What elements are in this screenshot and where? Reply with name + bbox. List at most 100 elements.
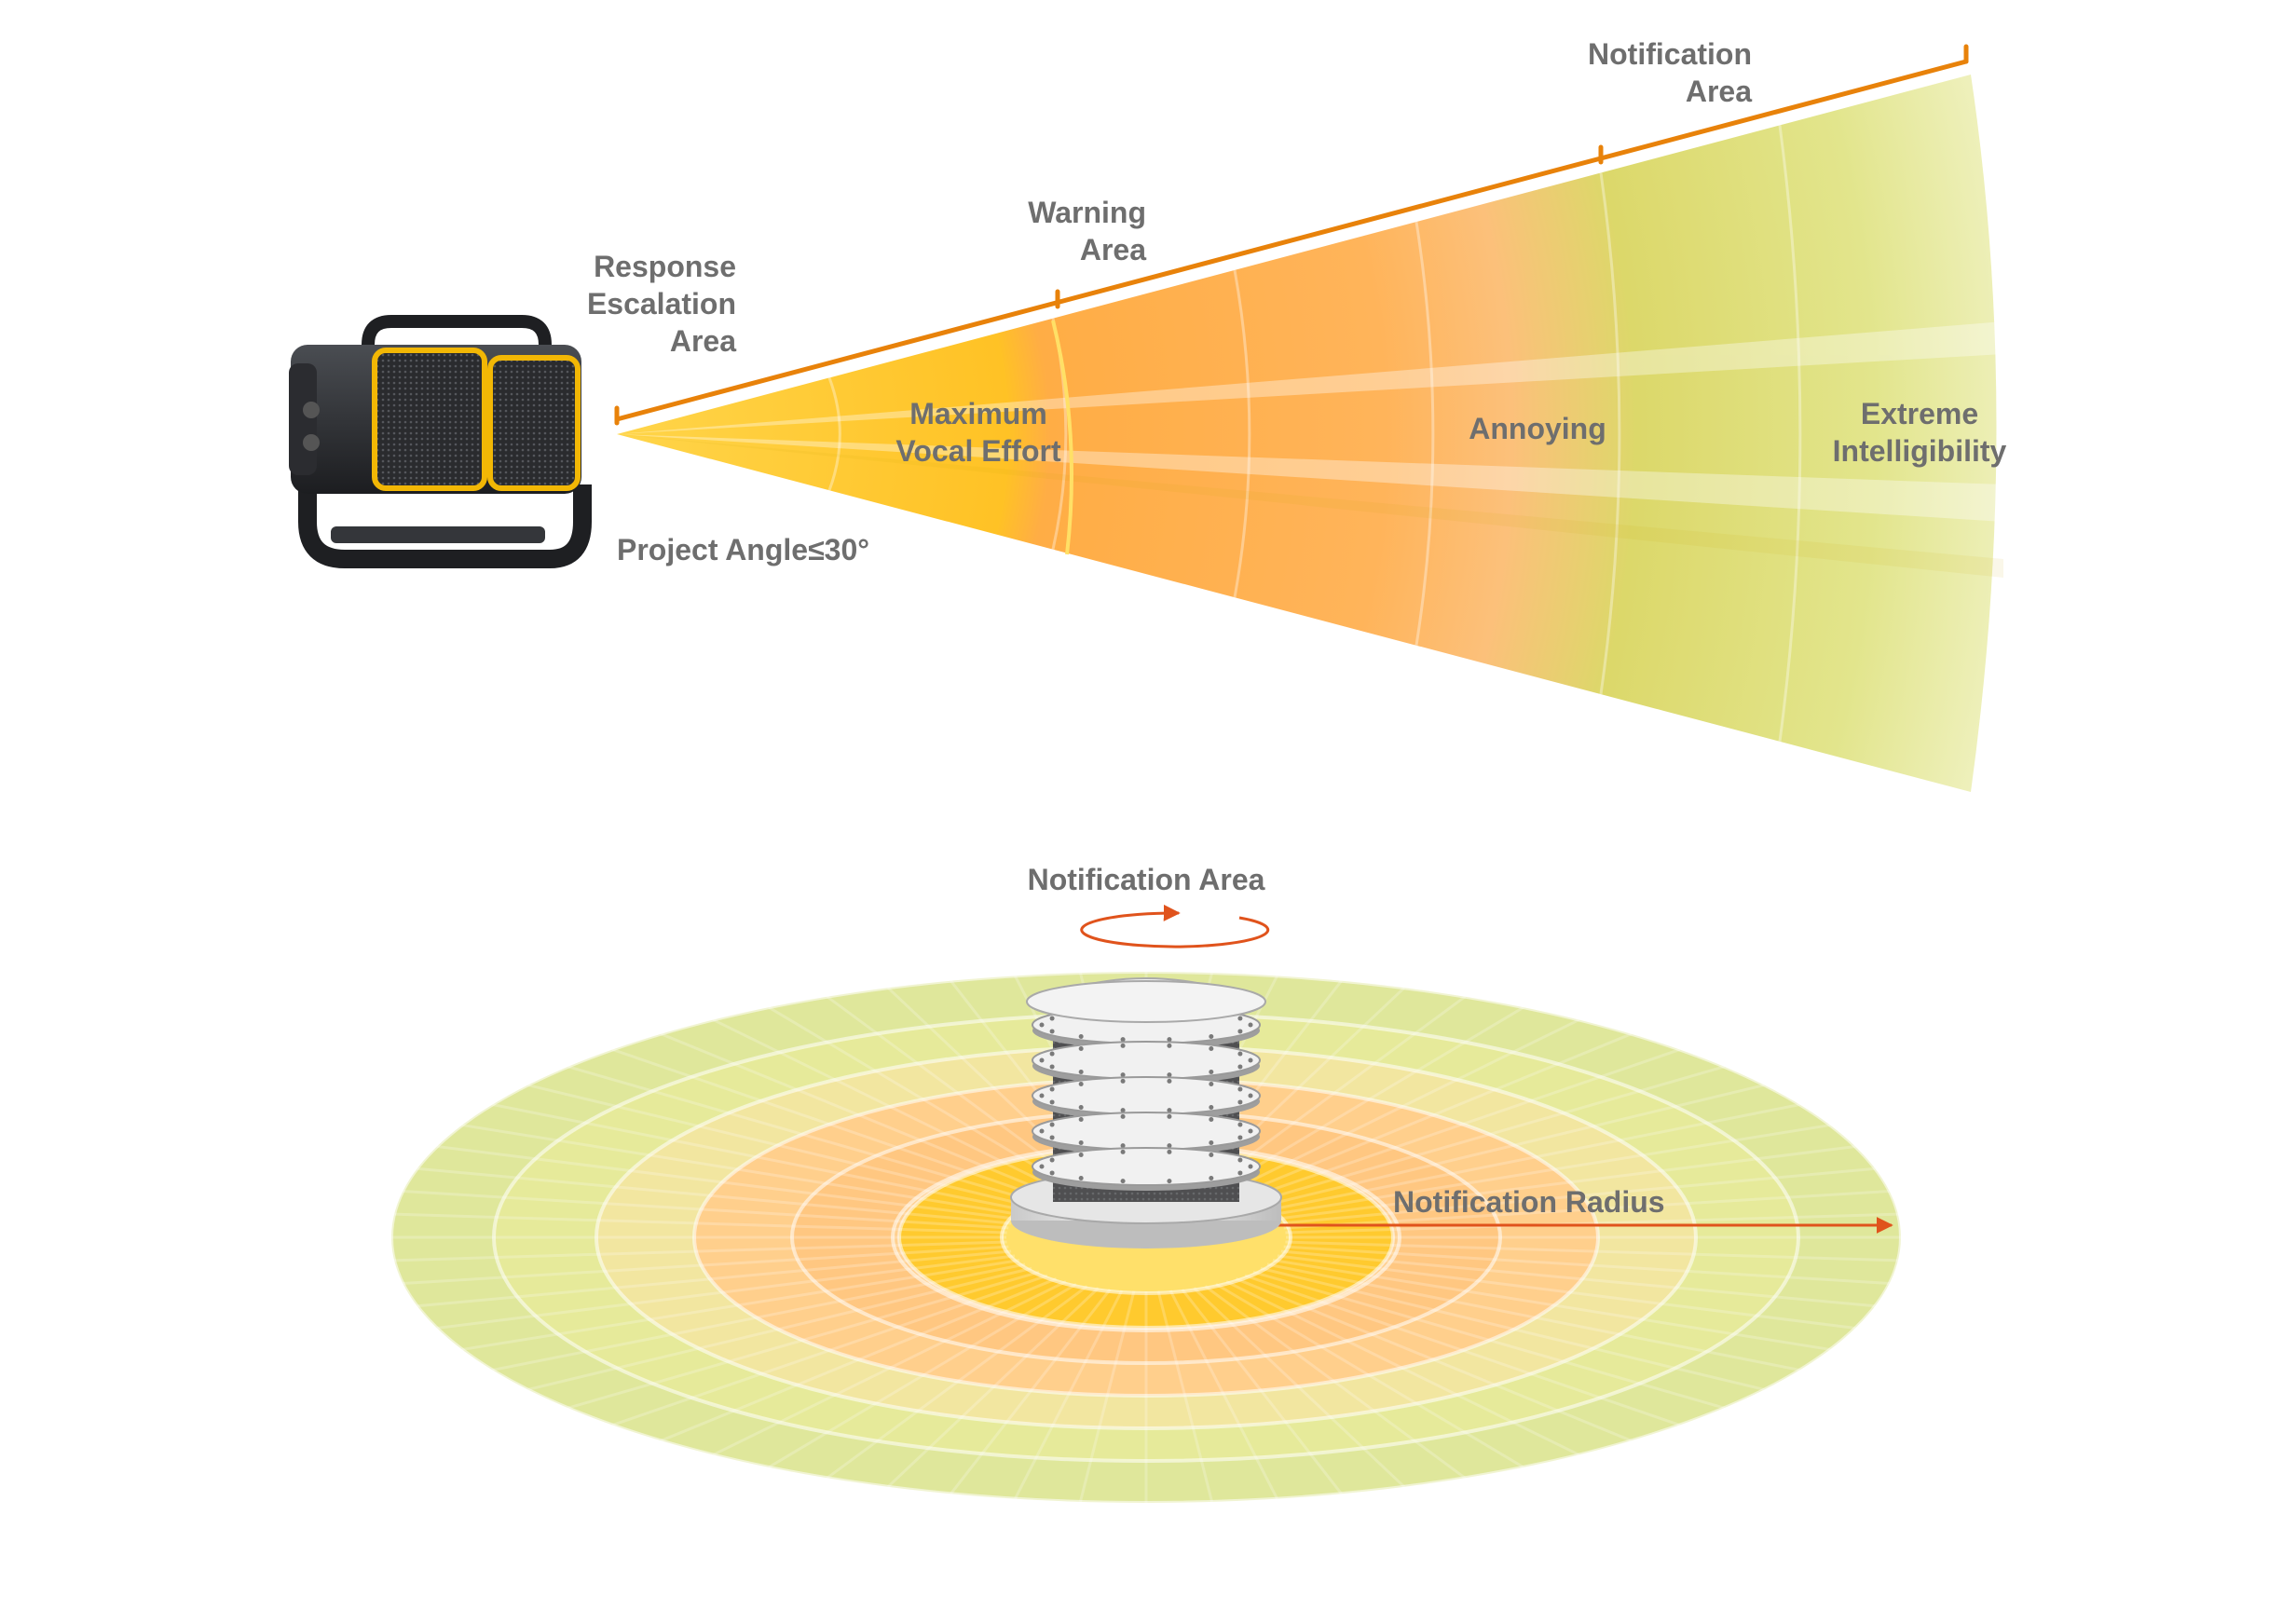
coverage-ray	[461, 1124, 1020, 1216]
omnidirectional-siren-icon	[1010, 977, 1282, 1248]
coverage-ray	[436, 1145, 1016, 1221]
coverage-ray	[1215, 1005, 1524, 1193]
siren-bolt	[1039, 1128, 1045, 1134]
siren-bolt	[1078, 1176, 1084, 1181]
siren-bolt	[1209, 1152, 1214, 1157]
coverage-ray	[1252, 1065, 1725, 1205]
coverage-ray	[1078, 1290, 1136, 1503]
siren-bolt	[1049, 1064, 1055, 1070]
siren-bolt	[1049, 1029, 1055, 1034]
siren-bolt	[1209, 1176, 1214, 1181]
directional-beam	[617, 75, 2003, 792]
siren-bolt	[1237, 1029, 1243, 1034]
siren-bolt	[1120, 1149, 1126, 1154]
siren-bolt	[1078, 1140, 1084, 1146]
siren-bolt	[1049, 1099, 1055, 1105]
siren-bolt	[1248, 1057, 1253, 1063]
siren-bolt	[1039, 1022, 1045, 1028]
coverage-ray	[1225, 1018, 1580, 1194]
siren-bolt	[1237, 1086, 1243, 1092]
coverage-ray	[826, 1285, 1088, 1480]
siren-bolt	[1120, 1072, 1126, 1078]
siren-bolt	[1167, 1043, 1172, 1048]
siren-bolt	[1209, 1034, 1214, 1040]
siren-bolt	[1209, 1105, 1214, 1111]
coverage-ray	[1272, 1124, 1831, 1216]
coverage-ray	[768, 1282, 1077, 1469]
siren-bolt	[1248, 1093, 1253, 1098]
coverage-ray	[712, 1018, 1067, 1194]
siren-disc	[1032, 1076, 1261, 1115]
max-vocal-boundary	[1051, 320, 1073, 555]
coverage-ray	[403, 1245, 1009, 1285]
coverage-ray	[1252, 1270, 1725, 1410]
coverage-ray	[403, 1190, 1009, 1230]
beam-band-boundary	[827, 376, 841, 491]
coverage-ray	[1193, 1287, 1406, 1488]
siren-bolt	[1049, 1122, 1055, 1127]
coverage-ray	[394, 1240, 1007, 1262]
siren-bolt	[1049, 1170, 1055, 1176]
coverage-ray	[527, 1266, 1032, 1391]
siren-bolt	[1078, 1105, 1084, 1111]
coverage-ray	[1244, 1048, 1681, 1201]
beam-leader-line	[614, 44, 1969, 426]
coverage-ray	[611, 1274, 1048, 1426]
project-angle-label: Project Angle≤30°	[617, 533, 870, 566]
coverage-ray	[461, 1259, 1020, 1351]
coverage-ray	[1168, 1289, 1278, 1500]
coverage-ray	[1277, 1254, 1856, 1330]
coverage-ray	[886, 1287, 1100, 1488]
siren-bolt	[1237, 1157, 1243, 1163]
siren-bolt	[1078, 1070, 1084, 1075]
coverage-ray	[1260, 1266, 1765, 1391]
siren-bolt	[1209, 1081, 1214, 1086]
siren-bolt	[1120, 1108, 1126, 1113]
coverage-ray	[1272, 1259, 1831, 1351]
siren-bolt	[1078, 1034, 1084, 1040]
siren-bolt	[1167, 1037, 1172, 1043]
siren-bolt	[1120, 1037, 1126, 1043]
siren-bolt	[1167, 1179, 1172, 1184]
annoying-label: Annoying	[1469, 412, 1606, 445]
coverage-ray	[417, 1249, 1012, 1308]
coverage-ring-edge	[390, 970, 1903, 1505]
coverage-ray	[950, 1289, 1112, 1495]
coverage-ray	[1277, 1145, 1856, 1221]
beam-band-boundary	[1599, 172, 1621, 695]
coverage-ray	[436, 1254, 1016, 1330]
coverage-ray	[394, 1212, 1007, 1235]
siren-bolt	[1120, 1078, 1126, 1084]
siren-bolt	[1209, 1116, 1214, 1122]
siren-bolt	[1039, 1164, 1045, 1169]
response-escalation-label: Response Escalation Area	[586, 250, 736, 358]
warning-area-label: Warning Area	[1028, 196, 1146, 266]
coverage-ray	[611, 1048, 1048, 1201]
siren-disc	[1032, 1041, 1261, 1080]
coverage-ray	[1283, 1245, 1890, 1285]
siren-bolt	[1237, 1122, 1243, 1127]
coverage-ray	[1285, 1212, 1898, 1235]
siren-bolt	[1209, 1140, 1214, 1146]
siren-bolt	[1248, 1022, 1253, 1028]
beam-band-boundary	[1414, 221, 1435, 646]
omni-notification-area-label: Notification Area	[1027, 863, 1265, 896]
beam-band-boundary	[1778, 125, 1802, 743]
beam-streaks	[617, 321, 2003, 578]
directional-speaker-icon	[289, 315, 592, 568]
coverage-ray	[712, 1280, 1067, 1456]
siren-bolt	[1248, 1128, 1253, 1134]
siren-bolt	[1120, 1143, 1126, 1149]
siren-bolt	[1078, 1116, 1084, 1122]
siren-bolt	[1167, 1108, 1172, 1113]
siren-bolt	[1167, 1143, 1172, 1149]
coverage-ray	[1260, 1084, 1765, 1208]
siren-bolt	[1120, 1043, 1126, 1048]
notification-radius-label: Notification Radius	[1393, 1185, 1665, 1219]
coverage-ray	[1235, 1032, 1633, 1197]
siren-bolt	[1078, 1081, 1084, 1086]
coverage-ray	[1014, 1289, 1124, 1500]
siren-bolt	[1237, 1051, 1243, 1057]
coverage-ray	[567, 1065, 1040, 1205]
